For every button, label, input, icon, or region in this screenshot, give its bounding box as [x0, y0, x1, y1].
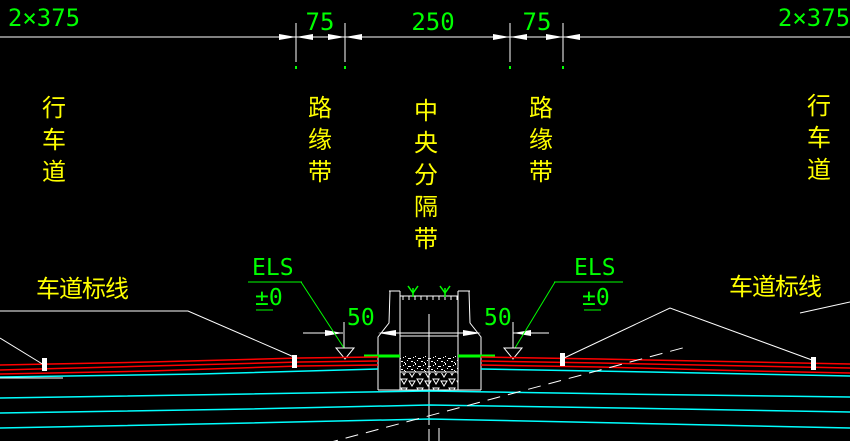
zone-lane-right: 行车道 — [807, 92, 831, 184]
original-ground-line — [332, 345, 691, 441]
label-offset-left: 50 — [347, 305, 375, 331]
els-leader-right — [514, 281, 623, 349]
label-offset-right: 50 — [484, 305, 512, 331]
lane-marker-posts — [42, 353, 816, 371]
offset-dimension-right — [425, 322, 549, 348]
label-els-right-value: ±0 — [582, 285, 610, 311]
dim-right-span: 2×375 — [777, 4, 850, 32]
label-els-left-value: ±0 — [255, 285, 283, 311]
label-els-left: ELS — [252, 255, 294, 281]
pavement-lines — [0, 356, 850, 375]
lane-marking-leaders — [0, 301, 850, 379]
zone-lane-left: 行车道 — [42, 94, 66, 186]
els-leader-left — [248, 281, 345, 349]
dim-curb-right: 75 — [522, 8, 552, 36]
subgrade-lines — [0, 368, 850, 429]
zone-curb-left: 路缘带 — [308, 94, 332, 186]
top-dimension-chain — [0, 23, 850, 62]
label-els-right: ELS — [574, 255, 616, 281]
top-dimension-arrows — [279, 34, 580, 40]
label-lane-marking-left: 车道标线 — [36, 275, 129, 303]
elevation-triangles — [334, 347, 524, 360]
dim-median: 250 — [411, 8, 455, 36]
label-lane-marking-right: 车道标线 — [729, 273, 822, 301]
zone-median: 中央分隔带 — [414, 97, 438, 253]
plant-symbols — [407, 285, 451, 297]
extension-line-dots — [295, 66, 564, 69]
dim-left-span: 2×375 — [7, 4, 81, 32]
dim-curb-left: 75 — [305, 8, 335, 36]
zone-curb-right: 路缘带 — [529, 94, 553, 186]
